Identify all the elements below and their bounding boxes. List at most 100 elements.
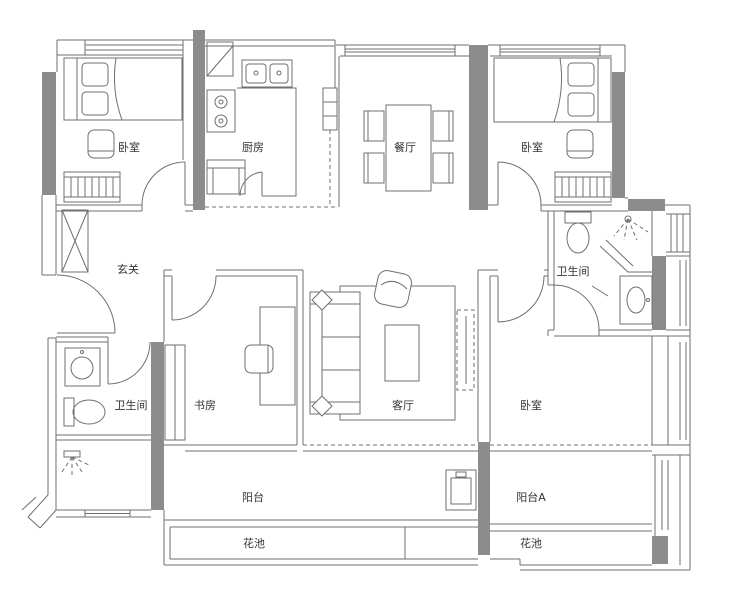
structural-walls-stroke bbox=[612, 72, 625, 198]
balcony-railings bbox=[163, 510, 652, 566]
sofa-stroke bbox=[311, 289, 333, 311]
furniture bbox=[61, 41, 653, 511]
label-study: 书房 bbox=[194, 399, 216, 412]
structural-walls-stroke bbox=[151, 342, 164, 510]
dining-chairs-stroke bbox=[432, 152, 454, 184]
refrigerator-stroke bbox=[206, 45, 234, 77]
chair-ne bbox=[566, 129, 594, 159]
desk-ne bbox=[554, 171, 612, 203]
outer-walls-stroke bbox=[27, 494, 49, 518]
coffee-table bbox=[384, 324, 420, 382]
label-bedroom-nw: 卧室 bbox=[118, 140, 140, 154]
sofa-stroke bbox=[311, 395, 333, 417]
kitchen-sink-stroke bbox=[241, 59, 293, 88]
tv-cabinet bbox=[456, 309, 475, 391]
door-bathroom-e[interactable] bbox=[553, 284, 600, 331]
door-bedroom-se[interactable] bbox=[497, 275, 545, 323]
kitchen-cabinet bbox=[322, 87, 338, 131]
room-labels: 卧室 厨房 餐厅 卧室 玄关 卫生间 卫生间 书房 客厅 卧室 阳台 阳台A 花… bbox=[115, 140, 590, 550]
bed-ne-stroke bbox=[567, 62, 595, 87]
washbasin-w bbox=[64, 347, 101, 387]
label-living: 客厅 bbox=[392, 398, 414, 412]
label-kitchen: 厨房 bbox=[242, 141, 264, 154]
chair-study bbox=[244, 344, 274, 374]
refrigerator bbox=[206, 41, 234, 77]
bed-nw-stroke bbox=[81, 91, 109, 116]
interior-walls bbox=[56, 46, 652, 452]
label-bathroom-w: 卫生间 bbox=[115, 398, 148, 412]
washbasin-w-stroke bbox=[80, 350, 84, 354]
outer-walls bbox=[21, 39, 691, 571]
structural-walls-stroke bbox=[469, 45, 488, 210]
structural-walls-stroke bbox=[652, 536, 668, 564]
shower-w bbox=[61, 450, 90, 475]
kitchen-cabinet-stroke bbox=[322, 87, 338, 131]
chair-study-stroke bbox=[244, 344, 274, 374]
toilet-e bbox=[564, 211, 592, 254]
washing-machine bbox=[445, 469, 477, 511]
coffee-table-stroke bbox=[384, 324, 420, 382]
door-bathroom-e-stroke bbox=[553, 284, 600, 331]
stove-stroke bbox=[214, 114, 228, 128]
doors bbox=[56, 161, 600, 385]
door-entry-stroke bbox=[56, 274, 116, 334]
dining-chairs bbox=[363, 110, 454, 184]
outer-walls-stroke bbox=[27, 516, 41, 529]
chair-nw bbox=[87, 129, 115, 159]
door-bedroom-se-stroke bbox=[497, 275, 545, 323]
dining-table-stroke bbox=[385, 104, 432, 192]
door-study[interactable] bbox=[171, 275, 217, 321]
door-kitchen[interactable] bbox=[239, 171, 263, 197]
wardrobe-study bbox=[164, 344, 186, 441]
washbasin-w-stroke bbox=[64, 347, 101, 387]
door-bathroom-w[interactable] bbox=[107, 341, 151, 385]
bed-ne-stroke bbox=[493, 57, 612, 123]
dining-chairs-stroke bbox=[363, 110, 385, 142]
label-entry: 玄关 bbox=[117, 262, 139, 276]
kitchen-counter bbox=[237, 87, 297, 197]
kitchen-cart-stroke bbox=[206, 159, 246, 195]
toilet-w-stroke bbox=[72, 399, 106, 425]
door-entry[interactable] bbox=[56, 274, 116, 334]
label-balcony: 阳台 bbox=[242, 490, 264, 504]
structural-walls-stroke bbox=[193, 30, 205, 210]
dining-chairs-stroke bbox=[363, 152, 385, 184]
label-bedroom-ne: 卧室 bbox=[521, 140, 543, 154]
stove-stroke bbox=[214, 95, 228, 109]
shower-e-stroke bbox=[627, 218, 638, 241]
label-balcony-a: 阳台A bbox=[516, 490, 546, 504]
kitchen-sink-stroke bbox=[253, 70, 259, 76]
bed-ne-stroke bbox=[567, 92, 595, 117]
washbasin-e-stroke bbox=[619, 275, 653, 325]
bed-ne-stroke bbox=[553, 57, 563, 123]
structural-walls-stroke bbox=[478, 442, 490, 555]
label-planter-w: 花池 bbox=[243, 537, 265, 550]
shower-e-stroke bbox=[623, 218, 629, 241]
chair-ne-stroke bbox=[566, 129, 594, 159]
door-bedroom-ne-stroke bbox=[497, 161, 542, 206]
door-bedroom-ne[interactable] bbox=[497, 161, 542, 206]
stove bbox=[206, 89, 236, 133]
structural-walls-stroke bbox=[652, 256, 666, 330]
shower-e-stroke bbox=[591, 285, 609, 297]
washing-machine-stroke bbox=[445, 469, 477, 511]
structural-walls-stroke bbox=[628, 199, 665, 211]
shoe-cabinet-stroke bbox=[61, 209, 89, 273]
dining-chairs-stroke bbox=[432, 110, 454, 142]
desk-nw-stroke bbox=[63, 171, 121, 203]
stove-stroke bbox=[218, 99, 224, 105]
toilet-w bbox=[63, 397, 106, 427]
washbasin-e bbox=[619, 275, 653, 325]
windows bbox=[84, 40, 690, 565]
door-bedroom-nw[interactable] bbox=[141, 161, 186, 206]
sofa bbox=[309, 289, 361, 417]
washbasin-e-stroke bbox=[626, 286, 646, 314]
shower-e-stroke bbox=[605, 239, 634, 267]
outer-walls-stroke bbox=[39, 509, 57, 529]
bed-nw-stroke bbox=[81, 62, 109, 87]
washing-machine-stroke bbox=[455, 471, 467, 478]
structural-walls-stroke bbox=[42, 72, 56, 195]
stove-stroke bbox=[218, 118, 224, 124]
label-planter-e: 花池 bbox=[520, 537, 542, 550]
door-bedroom-nw-stroke bbox=[141, 161, 186, 206]
